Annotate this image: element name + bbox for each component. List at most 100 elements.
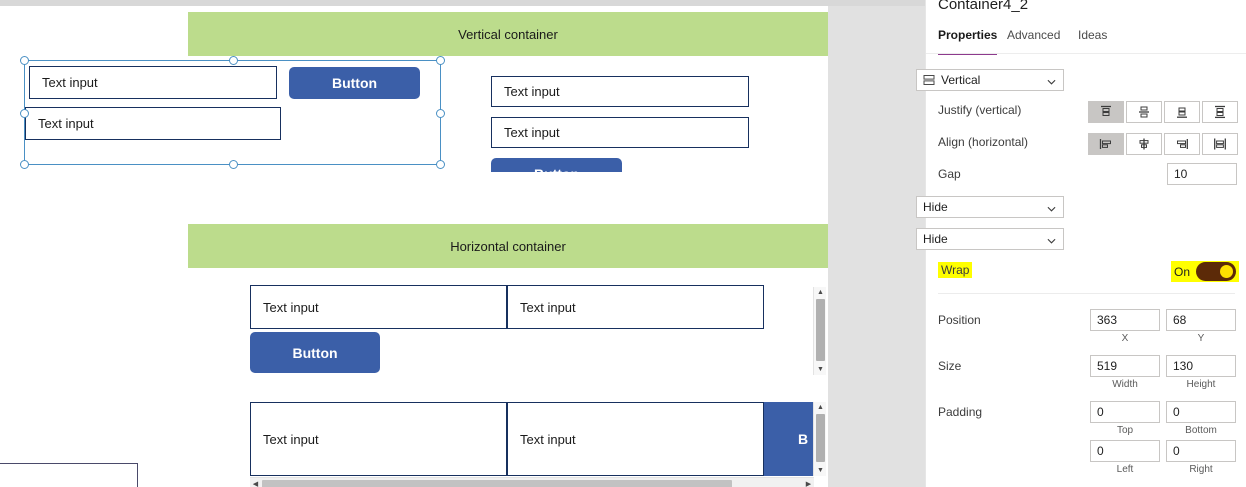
justify-center-button[interactable] bbox=[1126, 101, 1162, 123]
row-vertical-overflow: Vertical Overflow Hide bbox=[916, 224, 1246, 256]
scroll-down-arrow-icon[interactable]: ▼ bbox=[817, 467, 824, 474]
justify-start-icon bbox=[1101, 105, 1111, 116]
row-gap: Gap 10 bbox=[926, 160, 1246, 192]
vertical-container-clip-mask bbox=[460, 172, 820, 220]
wrap-toggle-group[interactable]: On bbox=[1170, 261, 1239, 282]
justify-space-between-button[interactable] bbox=[1202, 101, 1238, 123]
row-align: Align (horizontal) bbox=[926, 128, 1246, 160]
padding-label: Padding bbox=[938, 405, 983, 419]
vertical-overflow-select[interactable]: Hide bbox=[916, 228, 1064, 250]
padding-right-sublabel: Right bbox=[1189, 464, 1213, 475]
align-end-button[interactable] bbox=[1164, 133, 1200, 155]
gap-input[interactable]: 10 bbox=[1167, 163, 1237, 185]
row-justify: Justify (vertical) bbox=[926, 96, 1246, 128]
vertical-container-text-input-1[interactable]: Text input bbox=[491, 76, 749, 107]
tab-ideas[interactable]: Ideas bbox=[1078, 28, 1108, 42]
tab-advanced[interactable]: Advanced bbox=[1007, 28, 1061, 42]
horizontal2-vertical-scrollbar[interactable]: ▲ ▼ bbox=[813, 402, 826, 476]
align-stretch-icon bbox=[1214, 138, 1226, 150]
padding-left-sublabel: Left bbox=[1116, 464, 1134, 475]
horizontal1-vertical-scrollbar[interactable]: ▲ ▼ bbox=[813, 287, 826, 375]
panel-section-divider bbox=[938, 293, 1235, 294]
stacked-rows-icon bbox=[923, 74, 935, 86]
scroll-thumb[interactable] bbox=[262, 480, 732, 487]
horizontal1-text-input-1[interactable]: Text input bbox=[250, 285, 507, 329]
app-screen[interactable]: Vertical container Text input Text input… bbox=[0, 6, 828, 487]
position-y-input[interactable]: 68 bbox=[1166, 309, 1236, 331]
padding-top-input[interactable]: 0 bbox=[1090, 401, 1160, 423]
horizontal2-text-input-2[interactable]: Text input bbox=[507, 402, 764, 476]
row-wrap: Wrap On bbox=[926, 258, 1246, 290]
panel-title: Container4_2 bbox=[938, 0, 1029, 13]
toggle-track bbox=[1196, 262, 1236, 281]
horizontal1-text-input-2[interactable]: Text input bbox=[507, 285, 764, 329]
stray-outline-shape bbox=[0, 463, 138, 487]
scroll-thumb[interactable] bbox=[816, 414, 825, 462]
panel-tabs: Properties Advanced Ideas bbox=[926, 28, 1246, 55]
chevron-down-icon bbox=[1047, 235, 1056, 244]
scroll-left-arrow-icon[interactable]: ◀ bbox=[252, 481, 259, 487]
active-tab-underline bbox=[938, 53, 998, 55]
row-position: Position 363 68 X Y bbox=[926, 306, 1246, 344]
padding-bottom-sublabel: Bottom bbox=[1185, 425, 1217, 436]
horizontal1-button[interactable]: Button bbox=[250, 332, 380, 373]
justify-space-between-icon bbox=[1215, 105, 1225, 119]
size-width-input[interactable]: 519 bbox=[1090, 355, 1160, 377]
align-end-icon bbox=[1177, 139, 1188, 149]
toggle-knob bbox=[1220, 265, 1233, 278]
wrap-toggle[interactable] bbox=[1196, 262, 1236, 281]
horizontal-container-header: Horizontal container bbox=[188, 224, 828, 268]
row-horizontal-overflow: Horizontal Overflow Hide bbox=[916, 192, 1246, 224]
horizontal-overflow-select[interactable]: Hide bbox=[916, 196, 1064, 218]
size-height-sublabel: Height bbox=[1186, 379, 1216, 390]
padding-right-input[interactable]: 0 bbox=[1166, 440, 1236, 462]
horizontal-container-label: Horizontal container bbox=[450, 238, 566, 254]
justify-label: Justify (vertical) bbox=[938, 103, 1022, 117]
row-padding: Padding 0 0 Top Bottom 0 0 Left Right bbox=[926, 398, 1246, 478]
vertical-overflow-value: Hide bbox=[923, 232, 948, 246]
padding-left-input[interactable]: 0 bbox=[1090, 440, 1160, 462]
justify-center-icon bbox=[1139, 106, 1149, 118]
vertical-container-label: Vertical container bbox=[458, 26, 558, 42]
row-size: Size 519 130 Width Height bbox=[926, 352, 1246, 390]
tabs-divider bbox=[926, 53, 1246, 54]
direction-select[interactable]: Vertical bbox=[916, 69, 1064, 91]
tab-properties[interactable]: Properties bbox=[938, 28, 998, 55]
wrap-state-label: On bbox=[1173, 264, 1190, 279]
scroll-up-arrow-icon[interactable]: ▲ bbox=[817, 404, 824, 411]
size-width-sublabel: Width bbox=[1112, 379, 1138, 390]
align-stretch-button[interactable] bbox=[1202, 133, 1238, 155]
position-label: Position bbox=[938, 313, 981, 327]
wrap-label: Wrap bbox=[938, 262, 973, 278]
scroll-up-arrow-icon[interactable]: ▲ bbox=[817, 289, 824, 296]
padding-top-sublabel: Top bbox=[1116, 425, 1134, 436]
align-start-icon bbox=[1099, 139, 1111, 149]
design-canvas[interactable]: Vertical container Text input Text input… bbox=[0, 0, 925, 487]
chevron-down-icon bbox=[1047, 203, 1056, 212]
position-x-input[interactable]: 363 bbox=[1090, 309, 1160, 331]
scroll-thumb[interactable] bbox=[816, 299, 825, 361]
align-center-button[interactable] bbox=[1126, 133, 1162, 155]
position-y-sublabel: Y bbox=[1197, 333, 1205, 344]
justify-start-button[interactable] bbox=[1088, 101, 1124, 123]
selected-text-input-2[interactable]: Text input bbox=[25, 107, 281, 140]
selected-text-input-1[interactable]: Text input bbox=[29, 66, 277, 99]
size-height-input[interactable]: 130 bbox=[1166, 355, 1236, 377]
vertical-container-header: Vertical container bbox=[188, 12, 828, 56]
properties-panel: Container4_2 Properties Advanced Ideas D… bbox=[916, 0, 1246, 487]
align-center-icon bbox=[1139, 138, 1149, 150]
vertical-container-text-input-2[interactable]: Text input bbox=[491, 117, 749, 148]
size-label: Size bbox=[938, 359, 962, 373]
gap-label: Gap bbox=[938, 167, 961, 181]
scroll-right-arrow-icon[interactable]: ▶ bbox=[805, 481, 812, 487]
scroll-down-arrow-icon[interactable]: ▼ bbox=[817, 366, 824, 373]
align-label: Align (horizontal) bbox=[938, 135, 1029, 149]
selected-button[interactable]: Button bbox=[289, 67, 420, 99]
horizontal2-horizontal-scrollbar[interactable]: ◀ ▶ bbox=[250, 477, 814, 487]
horizontal2-button[interactable]: B bbox=[764, 402, 814, 476]
horizontal-overflow-value: Hide bbox=[923, 200, 948, 214]
justify-end-button[interactable] bbox=[1164, 101, 1200, 123]
align-start-button[interactable] bbox=[1088, 133, 1124, 155]
padding-bottom-input[interactable]: 0 bbox=[1166, 401, 1236, 423]
horizontal2-text-input-1[interactable]: Text input bbox=[250, 402, 507, 476]
